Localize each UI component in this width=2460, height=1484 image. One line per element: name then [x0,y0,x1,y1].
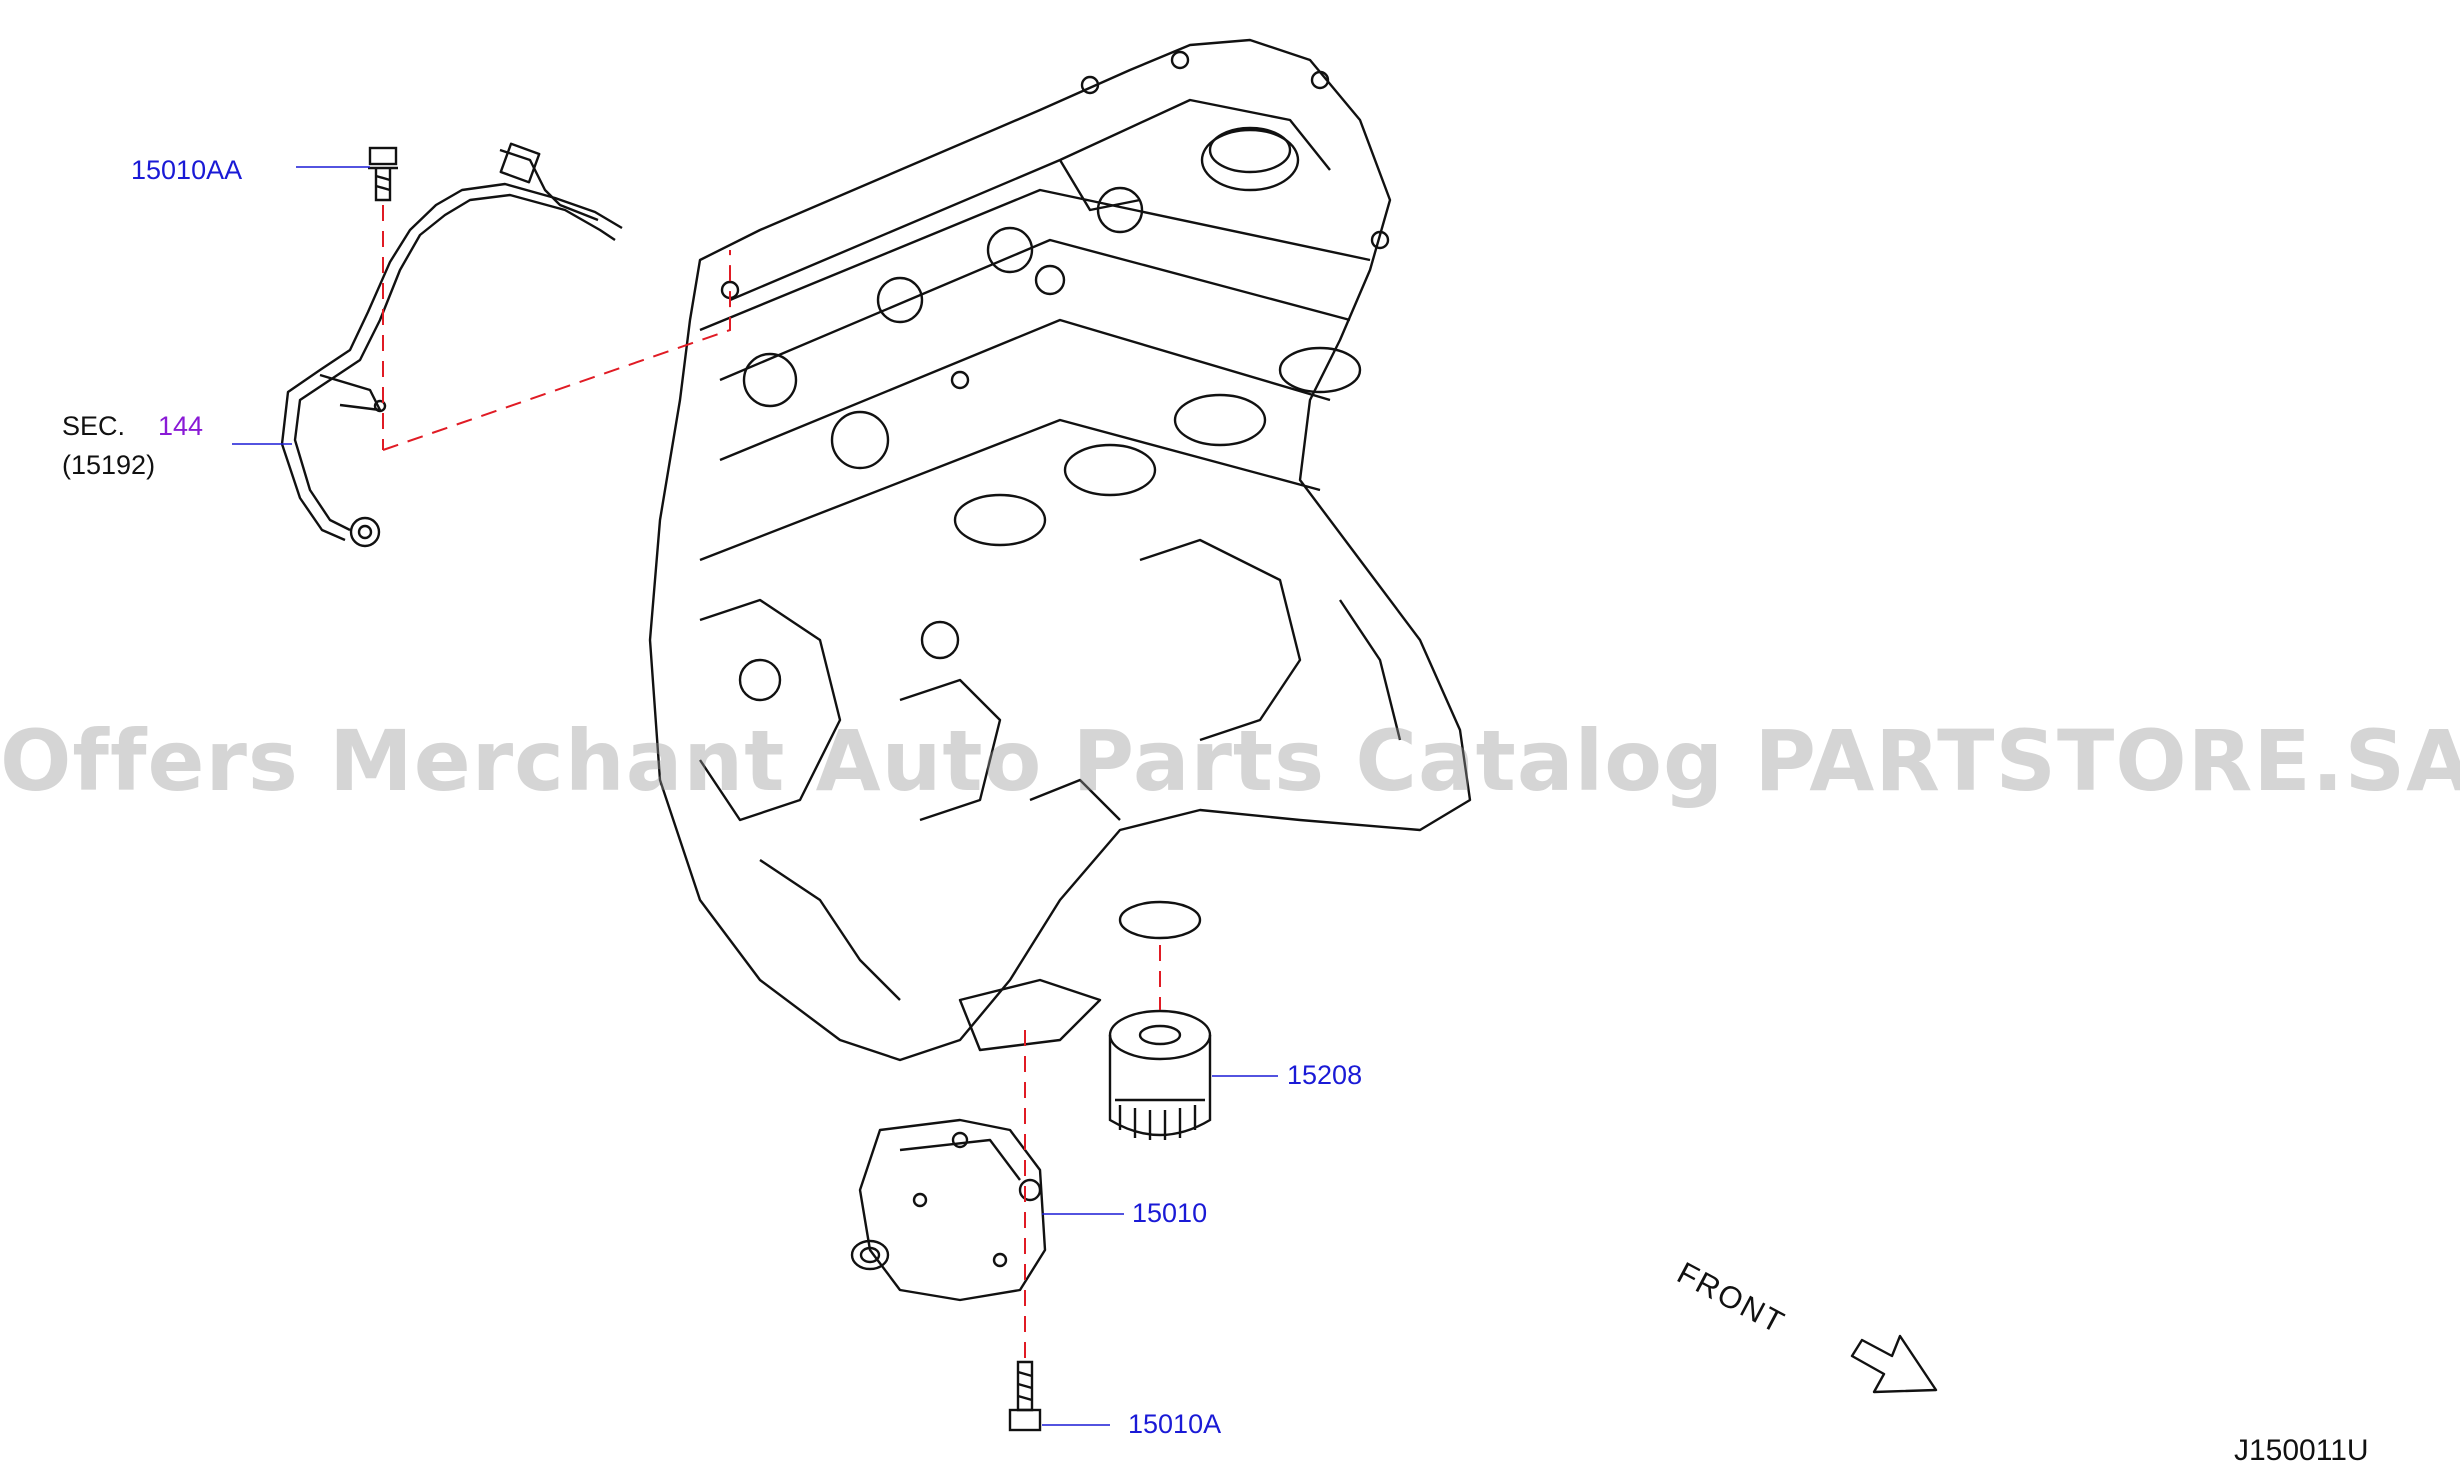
oil-filter [1108,1009,1212,1140]
watermark: Offers Merchant Auto Parts Catalog PARTS… [0,712,2460,810]
callout-sec-label: SEC. [62,411,126,441]
oil-pipe [280,142,623,548]
bolt-top [368,146,398,202]
dashed-locators [382,205,1161,1360]
callout-15208[interactable]: 15208 [1287,1060,1363,1090]
drawing-code: J150011U [2234,1434,2369,1467]
callout-sec-144[interactable]: 144 [158,411,204,441]
engine-assembly [648,38,1472,1062]
leader-lines [232,166,1278,1426]
bolt-bottom [1008,1360,1042,1432]
callout-15010AA[interactable]: 15010AA [131,155,243,185]
callout-sec-sub: (15192) [62,450,156,480]
front-arrow-icon [1850,1334,1938,1394]
callout-15010[interactable]: 15010 [1132,1198,1208,1228]
callout-15010A[interactable]: 15010A [1128,1409,1222,1439]
oil-pump [850,1118,1047,1302]
